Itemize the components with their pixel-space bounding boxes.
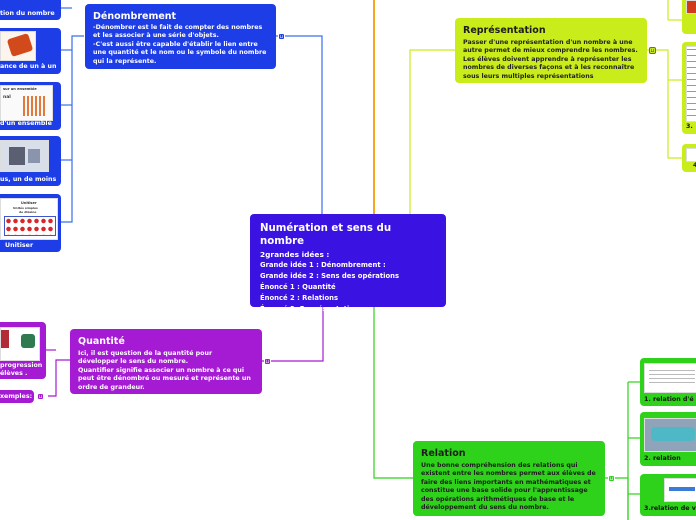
leaf-relation-1[interactable]: 1. relation d'é <box>640 358 696 406</box>
representation-body: Passer d'une représentation d'un nombre … <box>463 39 638 80</box>
note-icon[interactable]: ⊔ <box>649 47 656 54</box>
leaf-label: 4 <box>693 162 696 169</box>
leaf-label: 2. relation <box>644 455 681 462</box>
leaf-label: us, un de moins <box>0 176 57 183</box>
representation-title: Représentation <box>463 25 546 36</box>
thumbnail-caption: Unités simples <box>13 206 38 210</box>
thumbnail-image <box>686 148 696 162</box>
leaf-relation-3[interactable]: 3.relation de v <box>640 474 696 516</box>
central-line-2: Grande idée 1 : Dénombrement : <box>260 261 386 269</box>
leaf-label: progression élèves . <box>0 362 43 377</box>
thumbnail-image <box>0 327 40 361</box>
leaf-representation-1[interactable] <box>682 0 696 34</box>
leaf-nomination[interactable]: tion du nombre <box>0 0 61 20</box>
note-icon[interactable]: ⊔ <box>278 33 285 40</box>
thumbnail-image <box>0 31 36 61</box>
leaf-label: ance de un à un <box>0 63 57 70</box>
quantite-body: Ici, il est question de la quantité pour… <box>78 350 251 391</box>
leaf-label: d'un ensemble <box>0 120 52 127</box>
thumbnail-caption: nal <box>3 95 11 100</box>
relation-node[interactable]: Relation Une bonne compréhension des rel… <box>413 441 605 516</box>
quantite-node[interactable]: Quantité Ici, il est question de la quan… <box>70 329 262 394</box>
central-line-6: Énoncé 3: Représentation <box>260 305 359 313</box>
denombrement-body: -Dénombrer est le fait de compter des no… <box>93 24 267 65</box>
central-title: Numération et sens du nombre <box>260 223 392 247</box>
thumbnail-image <box>0 140 49 172</box>
thumbnail-caption: sur un ensemble <box>3 87 37 91</box>
quantite-title: Quantité <box>78 336 125 347</box>
central-line-1: 2grandes idées : <box>260 250 330 259</box>
thumbnail-image: sur un ensemble nal <box>0 85 53 121</box>
thumbnail-caption: Unitiser <box>21 201 37 205</box>
leaf-ensemble[interactable]: sur un ensemble nal d'un ensemble <box>0 82 61 130</box>
thumbnail-image <box>644 363 696 393</box>
central-line-3: Grande idée 2 : Sens des opérations <box>260 272 400 280</box>
leaf-exemples[interactable]: xemples: <box>0 390 34 403</box>
central-line-4: Énoncé 1 : Quantité <box>260 283 336 291</box>
leaf-representation-4[interactable]: 4 <box>682 144 696 172</box>
leaf-label: 3. <box>686 123 693 130</box>
thumbnail-image <box>664 478 696 502</box>
leaf-relation-2[interactable]: 2. relation <box>640 412 696 466</box>
leaf-label: tion du nombre <box>0 10 55 17</box>
thumbnail-image <box>686 0 696 14</box>
leaf-un-de-plus[interactable]: us, un de moins <box>0 136 61 186</box>
thumbnail-image <box>644 418 696 452</box>
representation-node[interactable]: Représentation Passer d'une représentati… <box>455 18 647 83</box>
leaf-label: xemples: <box>0 393 33 400</box>
note-icon[interactable]: ⊔ <box>608 475 615 482</box>
leaf-representation-3[interactable]: 3. <box>682 42 696 134</box>
relation-body: Une bonne compréhension des relations qu… <box>421 462 596 512</box>
thumbnail-image <box>686 46 696 122</box>
thumbnail-image: Unitiser Unités simples de dizaine <box>0 198 58 240</box>
leaf-label: 3.relation de v <box>644 505 696 512</box>
leaf-correspondance[interactable]: ance de un à un <box>0 28 61 74</box>
leaf-unitiser[interactable]: Unitiser Unités simples de dizaine Uniti… <box>0 194 61 252</box>
leaf-label: 1. relation d'é <box>644 396 694 403</box>
note-icon[interactable]: ⊔ <box>37 393 44 400</box>
denombrement-title: Dénombrement <box>93 11 177 22</box>
leaf-label: Unitiser <box>5 242 34 249</box>
note-icon[interactable]: ⊔ <box>264 358 271 365</box>
relation-title: Relation <box>421 448 466 459</box>
central-line-5: Énoncé 2 : Relations <box>260 294 339 302</box>
denombrement-node[interactable]: Dénombrement -Dénombrer est le fait de c… <box>85 4 276 69</box>
thumbnail-caption: de dizaine <box>19 210 37 214</box>
central-topic[interactable]: Numération et sens du nombre 2grandes id… <box>250 214 446 313</box>
leaf-progression[interactable]: progression élèves . <box>0 322 46 379</box>
